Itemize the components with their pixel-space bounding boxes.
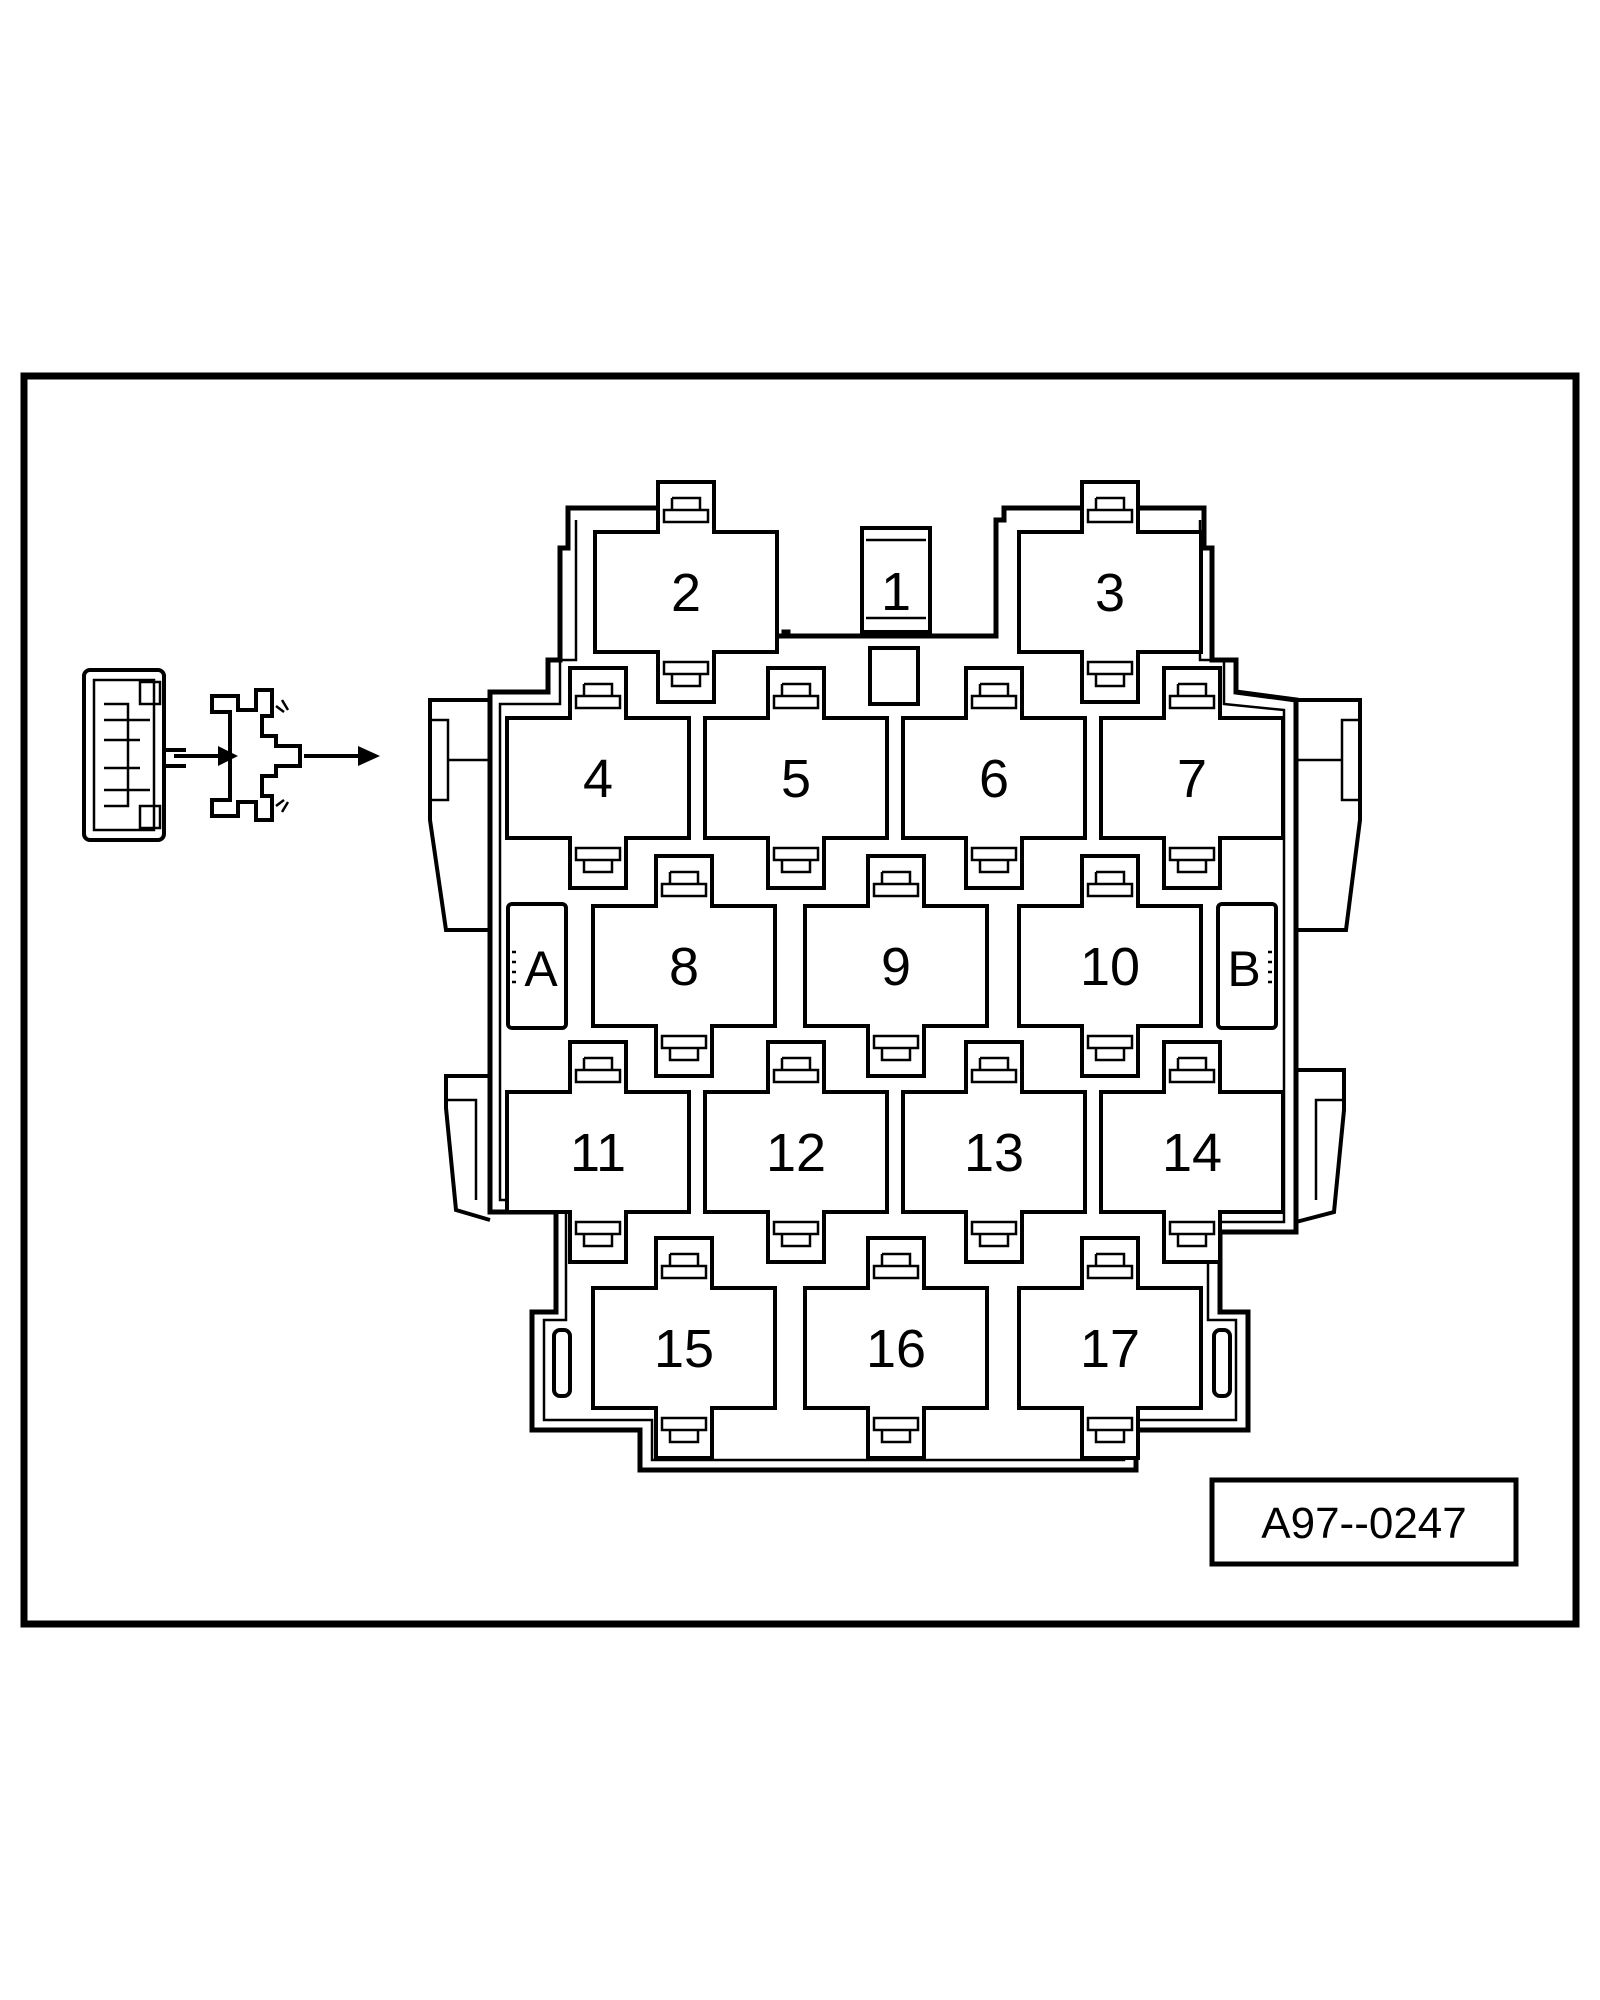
relay-slot-outline [1017, 480, 1203, 704]
relay-clip-bottom [872, 1034, 920, 1062]
slot-label-10: 10 [1080, 937, 1140, 997]
side-slot-b: B [1216, 902, 1278, 1030]
relay-clip-top [574, 1056, 622, 1084]
diagram-frame [20, 372, 1580, 1628]
relay-clip-bottom [772, 846, 820, 874]
relay-clip-bottom [1086, 1034, 1134, 1062]
relay-slot-4: 4 [505, 666, 691, 890]
relay-slot-outline [1017, 854, 1203, 1078]
relay-clip-top [970, 1056, 1018, 1084]
insertion-arrow-icon [358, 746, 380, 766]
slot-label-16: 16 [866, 1319, 926, 1379]
relay-slot-15: 15 [591, 1236, 777, 1460]
relay-slot-2: 2 [593, 480, 779, 704]
relay-slot-1: 1 [860, 526, 932, 706]
relay-slot-outline [1099, 666, 1285, 890]
slot-label-6: 6 [979, 749, 1009, 809]
relay-slot-outline [1099, 1040, 1285, 1264]
relay-clip-top [772, 682, 820, 710]
reference-code: A97--0247 [1261, 1499, 1466, 1548]
relay-clip-bottom [660, 1416, 708, 1444]
slot-label-3: 3 [1095, 563, 1125, 623]
relay-slot-12: 12 [703, 1040, 889, 1264]
relay-clip-bottom [872, 1416, 920, 1444]
relay-slot-outline [703, 666, 889, 890]
relay-clip-top [872, 1252, 920, 1280]
slot-label-5: 5 [781, 749, 811, 809]
slot-label-2: 2 [671, 563, 701, 623]
relay-clip-top [1086, 496, 1134, 524]
slot-label-8: 8 [669, 937, 699, 997]
slot-label-12: 12 [766, 1123, 826, 1183]
relay-slot-8: 8 [591, 854, 777, 1078]
relay-clip-bottom [1168, 846, 1216, 874]
reference-code-box: A97--0247 [1209, 1477, 1519, 1567]
relay-slot-outline [803, 1236, 989, 1460]
relay-slot-outline [703, 1040, 889, 1264]
relay-clip-top [1168, 1056, 1216, 1084]
relay-clip-bottom [574, 846, 622, 874]
relay-slot-13: 13 [901, 1040, 1087, 1264]
relay-slot-10: 10 [1017, 854, 1203, 1078]
relay-clip-top [574, 682, 622, 710]
relay-slot-7: 7 [1099, 666, 1285, 890]
slot-label-13: 13 [964, 1123, 1024, 1183]
relay-slot-17: 17 [1017, 1236, 1203, 1460]
relay-slot-layer: 2 3 4 5 6 7 8 9 10 11 12 13 14 15 16 17 [505, 480, 1285, 1460]
relay-slot-9: 9 [803, 854, 989, 1078]
relay-slot-outline [593, 480, 779, 704]
relay-slot-6: 6 [901, 666, 1087, 890]
slot-label-14: 14 [1162, 1123, 1222, 1183]
slot-label-4: 4 [583, 749, 613, 809]
relay-clip-top [660, 870, 708, 898]
relay-slot-outline [901, 1040, 1087, 1264]
relay-clip-top [1086, 870, 1134, 898]
relay-insertion-illustration [82, 668, 380, 842]
relay-slot-16: 16 [803, 1236, 989, 1460]
relay-slot-outline [505, 1040, 691, 1264]
relay-slot-11: 11 [505, 1040, 691, 1264]
relay-clip-bottom [1086, 1416, 1134, 1444]
relay-clip-top [970, 682, 1018, 710]
relay-slot-14: 14 [1099, 1040, 1285, 1264]
relay-slot-outline [591, 854, 777, 1078]
relay-clip-bottom [970, 1220, 1018, 1248]
relay-clip-bottom [662, 660, 710, 688]
slot-label-9: 9 [881, 937, 911, 997]
side-slot-label-a: A [524, 941, 558, 997]
relay-carrier-housing [428, 505, 1362, 1473]
slot-label-7: 7 [1177, 749, 1207, 809]
relay-clip-top [872, 870, 920, 898]
relay-slot-outline [901, 666, 1087, 890]
slot-label-17: 17 [1080, 1319, 1140, 1379]
side-slot-label-b: B [1227, 941, 1260, 997]
slot-label-15: 15 [654, 1319, 714, 1379]
relay-slot-5: 5 [703, 666, 889, 890]
relay-slot-outline [591, 1236, 777, 1460]
slot-label-11: 11 [570, 1123, 626, 1183]
relay-clip-bottom [1086, 660, 1134, 688]
relay-clip-bottom [574, 1220, 622, 1248]
relay-clip-bottom [1168, 1220, 1216, 1248]
relay-slot-outline [505, 666, 691, 890]
relay-clip-top [660, 1252, 708, 1280]
relay-slot-outline [1017, 1236, 1203, 1460]
relay-clip-bottom [660, 1034, 708, 1062]
relay-slot-outline [803, 854, 989, 1078]
side-slot-a: A [506, 902, 568, 1030]
relay-slot-3: 3 [1017, 480, 1203, 704]
relay-clip-bottom [970, 846, 1018, 874]
slot-label-1: 1 [881, 562, 911, 622]
relay-clip-top [772, 1056, 820, 1084]
relay-clip-top [1168, 682, 1216, 710]
relay-clip-top [1086, 1252, 1134, 1280]
relay-clip-bottom [772, 1220, 820, 1248]
relay-clip-top [662, 496, 710, 524]
